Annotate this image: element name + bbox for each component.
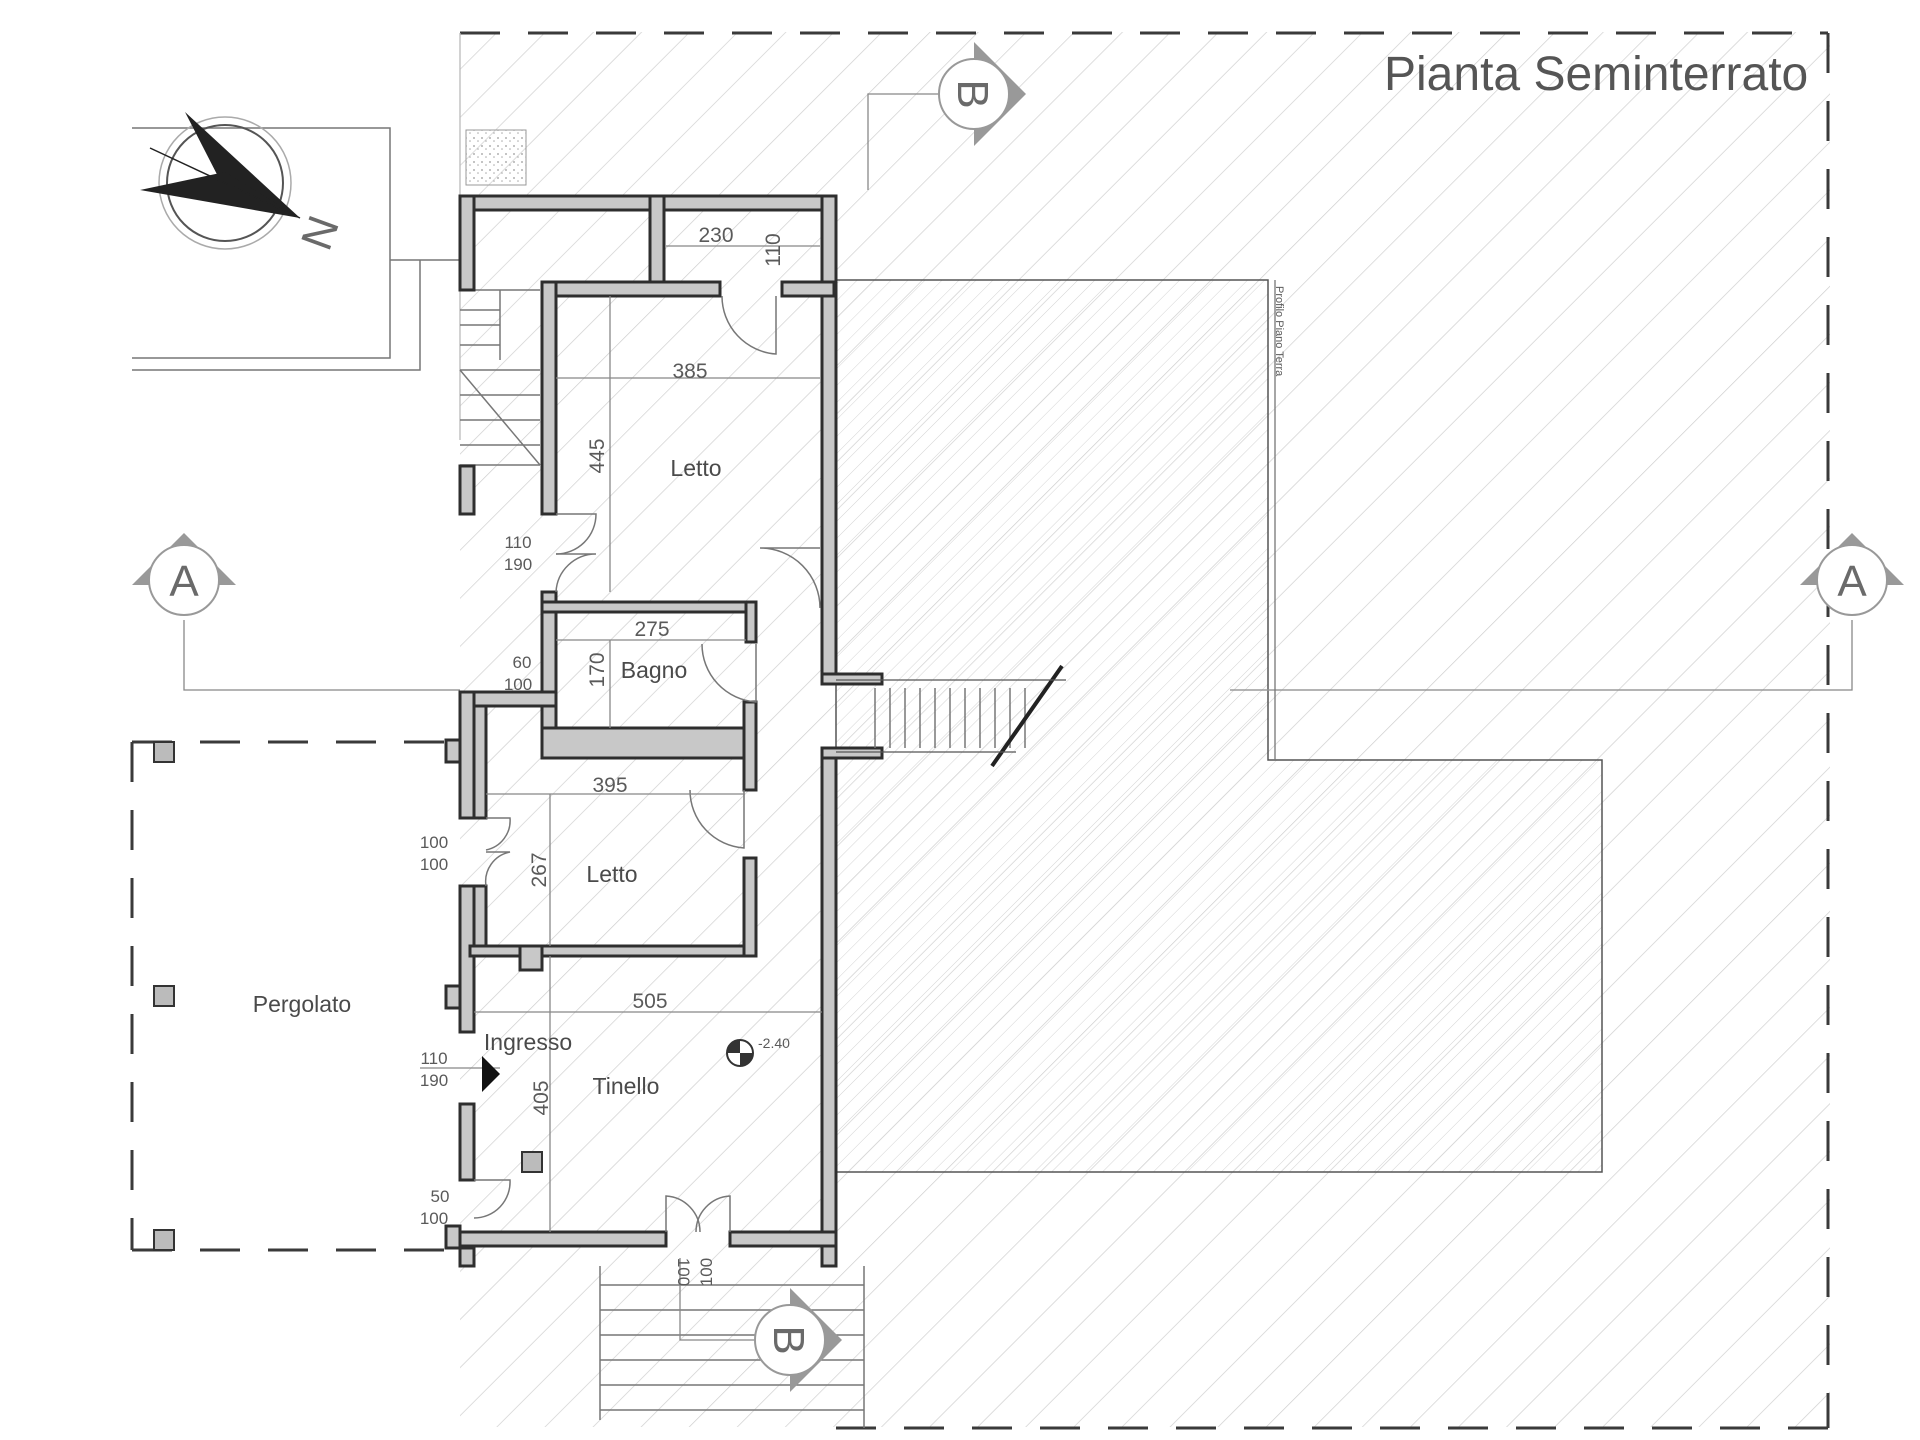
section-letter-a-left: A (169, 557, 199, 606)
dim-395: 395 (592, 774, 627, 797)
dim-190-win1: 190 (504, 555, 532, 574)
dim-60: 60 (513, 653, 532, 672)
north-arrow-icon (140, 112, 301, 250)
dim-100-bottom-b: 100 (697, 1258, 716, 1286)
entry-arrow-icon (482, 1056, 500, 1092)
dim-110-win1: 110 (504, 533, 531, 552)
section-letter-a-right: A (1837, 557, 1867, 606)
dim-275: 275 (634, 618, 669, 641)
dim-110-door: 110 (420, 1049, 447, 1068)
section-axis-lines (183, 93, 1853, 1341)
section-marker-a-left (132, 533, 236, 616)
door-swings (473, 295, 821, 1233)
dim-267: 267 (528, 852, 551, 887)
room-label-ingresso: Ingresso (484, 1029, 572, 1055)
section-marker-b-top (938, 42, 1026, 146)
room-label-tinello: Tinello (593, 1073, 660, 1099)
dim-170: 170 (586, 652, 609, 687)
level-value: -2.40 (758, 1035, 790, 1051)
pergolato-outline (130, 740, 543, 1252)
room-label-letto-bottom: Letto (586, 861, 637, 887)
stair-center (836, 664, 1066, 768)
dim-505: 505 (632, 990, 667, 1013)
room-label-pergolato: Pergolato (253, 991, 351, 1017)
dimension-lines (420, 245, 822, 1232)
dim-100-bagno: 100 (504, 675, 532, 694)
section-marker-b-bottom (754, 1288, 842, 1392)
dim-100-win3: 100 (420, 1209, 448, 1228)
section-letter-b-top: B (948, 79, 997, 108)
dim-100-bottom-a: 100 (674, 1258, 693, 1286)
plan-title: Pianta Seminterrato (1384, 48, 1808, 101)
dim-405: 405 (530, 1080, 553, 1115)
dim-190-door: 190 (420, 1071, 448, 1090)
section-marker-a-right (1800, 533, 1904, 616)
walls (444, 194, 884, 1268)
profile-label: Profilo Piano Terra (1273, 286, 1285, 377)
dim-100-win2b: 100 (420, 855, 448, 874)
dim-50: 50 (431, 1187, 450, 1206)
terrace-outline (132, 127, 460, 371)
dim-100-win2a: 100 (420, 833, 448, 852)
room-label-letto-top: Letto (670, 455, 721, 481)
dim-445: 445 (586, 438, 609, 473)
room-label-bagno: Bagno (621, 657, 688, 683)
dim-230: 230 (698, 224, 733, 247)
level-marker-icon (726, 1039, 754, 1067)
dim-385: 385 (672, 360, 707, 383)
gravel-patch (465, 129, 527, 186)
section-letter-b-bottom: B (764, 1325, 813, 1354)
north-label: N (292, 210, 349, 257)
dim-110-top: 110 (762, 233, 785, 266)
